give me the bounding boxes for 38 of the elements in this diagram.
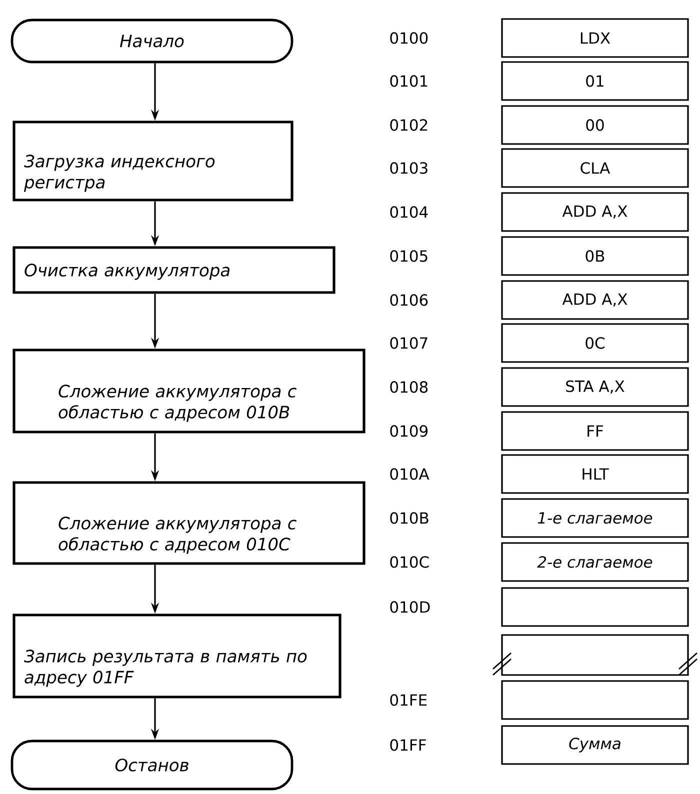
memory-cell: 00 [501,105,689,145]
address-label: 010C [390,556,429,568]
address-label: 0100 [390,32,428,44]
address-label: 0102 [390,119,428,131]
memory-cell: CLA [501,148,689,188]
memory-cell: 01 [501,61,689,101]
memory-cell: LDX [501,18,689,58]
address-label: 0109 [390,425,428,437]
memory-cell: FF [501,411,689,451]
address-label: 0103 [390,162,428,174]
process-box: Сложение аккумулятора с областью с адресом 010B [12,348,366,434]
address-label: 0104 [390,206,428,218]
address-label: 010A [390,468,430,480]
address-label: 0105 [390,250,428,262]
process-box: Сложение аккумулятора с областью с адресом 010C [12,481,366,565]
address-label: 0101 [390,75,428,87]
memory-cell: HLT [501,454,689,494]
address-label: 010B [390,512,428,524]
address-label: 0108 [390,381,428,393]
memory-cell: STA A,X [501,367,689,407]
memory-cell [501,587,689,627]
memory-cell: 0B [501,236,689,276]
memory-cell: Сумма [501,725,689,765]
process-box: Очистка аккумулятора [12,246,336,294]
memory-cell [492,634,698,676]
memory-cell: 0C [501,323,689,363]
address-label: 01FF [390,739,426,751]
process-box: Загрузка индексного регистра [12,120,294,202]
address-label: 0106 [390,294,428,306]
address-label: 0107 [390,337,428,349]
memory-cell: 1-е слагаемое [501,498,689,538]
memory-cell: 2-е слагаемое [501,542,689,582]
memory-cell [501,680,689,720]
process-box: Запись результата в память по адресу 01FF [12,614,342,698]
address-label: 010D [390,601,430,613]
address-label: 01FE [390,694,427,706]
memory-cell: ADD A,X [501,192,689,232]
memory-cell: ADD A,X [501,280,689,320]
